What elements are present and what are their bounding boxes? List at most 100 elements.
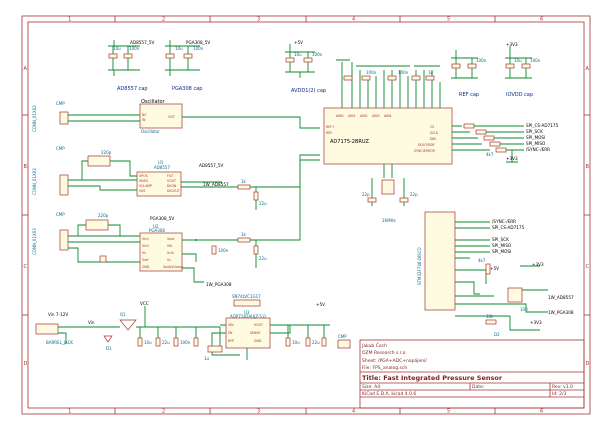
u2-pin: Vclk <box>167 251 174 255</box>
iovdd-cap-group: 10u 100n +3V3 IOVDD cap <box>505 42 541 98</box>
cap-value: 100n <box>530 58 541 63</box>
u1-name: AD8557 <box>154 165 170 170</box>
u2-pin: Vs <box>167 258 171 262</box>
res-value: 10k <box>486 314 494 319</box>
net-label: SPI_SCK <box>526 129 543 134</box>
net-label: PGA308_5V <box>186 40 210 45</box>
u2-pin: Vfb <box>167 244 172 248</box>
tb-title: Title: Fast Integrated Pressure Sensor <box>362 374 503 382</box>
net-label: SPI_SCK <box>492 237 509 242</box>
res-value: 100 <box>520 307 528 312</box>
connector-label: CONN_01X03 <box>32 228 37 255</box>
osc-pin: NC <box>142 113 147 117</box>
cap-value: 10u <box>113 46 121 51</box>
net-label: AD8557_5V <box>130 40 155 45</box>
row-label: C <box>586 264 590 270</box>
net-label: 1W_PGA308 <box>206 282 232 287</box>
net-label: 1W_AD8557 <box>203 182 229 187</box>
res-value: 4k7 <box>478 258 486 263</box>
cap-value: 100n <box>218 248 229 253</box>
net-label: SPI_CS-AD7175 <box>492 225 525 230</box>
adc-pin: AIN0 <box>336 114 344 118</box>
reg-name: ADP7182AUJZ-5.0 <box>230 314 266 319</box>
column-label: 1 <box>68 17 71 23</box>
cap-value: 1u <box>204 356 210 361</box>
adc-pin: DOUT/RDY <box>418 143 435 147</box>
u2-pin: Vout/Vclamp <box>163 265 183 269</box>
ad8557-section: CMP CONN_01X03 220p U1 AD8557 VPOS VNEG … <box>32 146 320 210</box>
reg-pin: VOUT <box>254 323 263 327</box>
tb-kicad: KiCad E.D.A. kicad 4.0.6 <box>362 391 416 397</box>
u2-pin: Vref <box>142 258 149 262</box>
net-label: SPI_MISO <box>526 141 546 146</box>
u1-ref: U1 <box>158 160 164 165</box>
mcu-connector: STM32F746-DISCO /SYNC-/ERR SPI_CS-AD7175… <box>417 211 574 337</box>
reg-pin: EN <box>228 331 233 335</box>
net-label: AD8557_5V <box>199 163 224 168</box>
res-value: 1k <box>241 232 247 237</box>
cap-value: 100n <box>476 58 487 63</box>
tb-id: Id: 2/3 <box>552 391 567 397</box>
net-label: +5V <box>316 302 325 307</box>
cap-group-label: PGA308 cap <box>172 86 202 92</box>
u2-ref: U2 <box>153 224 159 229</box>
title-block: Jakub Čech OZM Research s.r.o. Sheet: /P… <box>359 339 585 409</box>
frame-row-labels: A B C D A B C D <box>24 66 590 367</box>
net-label: SPI_MOSI <box>526 135 545 140</box>
cap-value: 10u <box>144 340 152 345</box>
u1-pin: VSS <box>139 189 145 193</box>
pga308-section: CMP CONN_01X03 220p PGA308_5V U2 PGA308 … <box>32 159 320 287</box>
tb-file: File: FPS_analog.sch <box>362 365 407 371</box>
cap-value: 22u <box>259 201 267 206</box>
u2-pin: Vin2 <box>142 244 149 248</box>
ad8557-cap-group: 10u 100n AD8557_5V AD8557 cap <box>108 40 155 92</box>
u2-pin: Vin1 <box>142 237 149 241</box>
cap-group-label: REF cap <box>459 92 479 98</box>
net-label: VCC <box>140 301 149 306</box>
cap-value: 100n <box>366 70 377 75</box>
reg-pin: GND <box>254 339 262 343</box>
osc-box-label: Oscillator <box>141 99 166 105</box>
vin-label: Vin 7-12V <box>48 312 68 317</box>
column-label: 1 <box>68 409 71 415</box>
net-label: PGA308_5V <box>150 216 174 221</box>
q1-ref: Q1 <box>120 312 126 317</box>
net-label: +5V <box>490 266 499 271</box>
cap-value: 100n <box>180 340 191 345</box>
row-label: D <box>586 361 590 367</box>
adc-pin: AIN3 <box>372 114 380 118</box>
ic-extra: SN74LVC1G17 <box>232 294 261 299</box>
reg-pin: SENSE <box>250 331 260 335</box>
adc-pin: CS <box>430 125 434 129</box>
cap-group-label: AVDD1(2) cap <box>291 88 326 94</box>
osc-pin: OUT <box>168 115 175 119</box>
adc-name: AD7175-2BRUZ <box>330 139 369 145</box>
cap-value: 22p <box>362 192 370 197</box>
cap-value: 10u <box>514 58 522 63</box>
cap-value: 1u <box>428 70 434 75</box>
net-label: /SYNC-/ERR <box>526 147 550 152</box>
row-label: A <box>586 66 590 72</box>
net-label: 1W_AD8557 <box>548 295 574 300</box>
pga308-cap-group: 10u 100n PGA308_5V PGA308 cap <box>165 40 210 92</box>
net-label: +3V3 <box>532 262 544 267</box>
row-label: B <box>24 164 28 170</box>
cmp-label: CMP <box>56 212 65 217</box>
cap-value: 22p <box>410 192 418 197</box>
power-supply: Vin 7-12V BARREL_JACK Vin Q1 VCC D1 10u … <box>35 294 351 361</box>
d1-ref: D1 <box>106 346 112 351</box>
tb-size: Size: A4 <box>362 384 380 390</box>
u1-pin: DIGIN <box>167 184 177 188</box>
res-value: 4k7 <box>486 152 494 157</box>
osc-pin: IN <box>142 118 146 122</box>
net-label: Vin <box>88 320 95 325</box>
tb-author: Jakub Čech <box>361 342 387 349</box>
column-label: 3 <box>257 17 260 23</box>
oscillator-block: Oscillator NC IN OUT Oscillator <box>139 99 320 134</box>
column-label: 6 <box>540 17 543 23</box>
jack-label: BARREL_JACK <box>46 340 73 345</box>
net-label: 1W_PGA308 <box>548 310 574 315</box>
row-label: B <box>586 164 590 170</box>
row-label: D <box>24 361 28 367</box>
